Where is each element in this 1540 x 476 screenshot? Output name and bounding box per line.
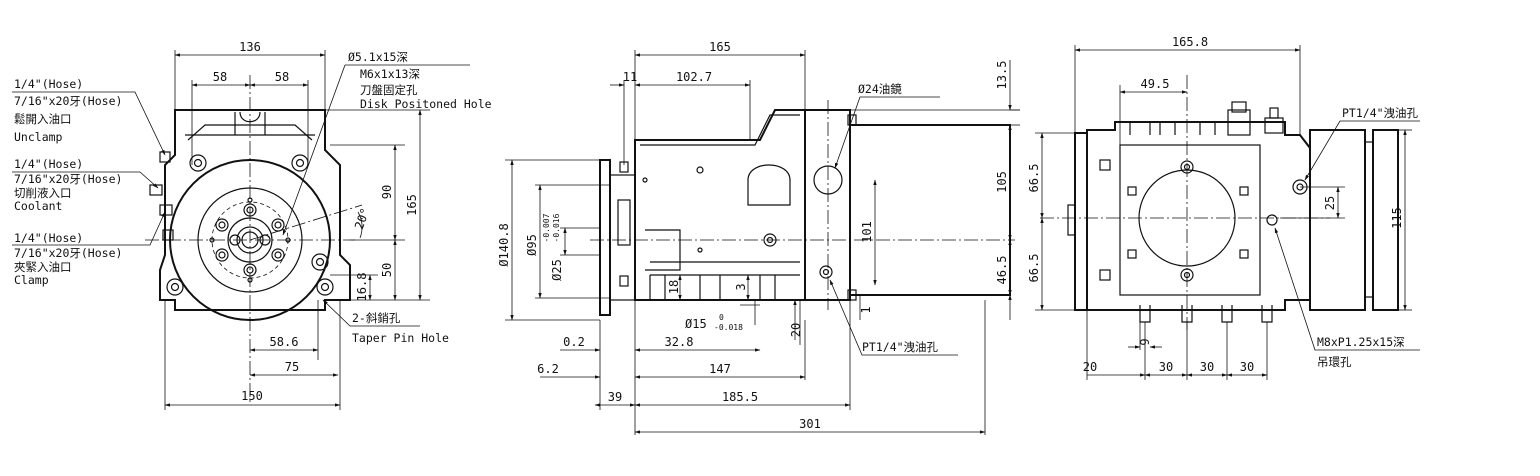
note-clamp-3: 夾緊入油口 (14, 260, 72, 274)
front-dim-58-right: 58 (275, 70, 289, 84)
end-dim-25: 25 (1323, 196, 1337, 210)
front-dim-58-6: 58.6 (270, 335, 299, 349)
side-dim-6-2: 6.2 (537, 362, 559, 376)
note-sight-glass: Ø24油鏡 (858, 82, 902, 96)
front-dim-136: 136 (239, 40, 261, 54)
side-dim-185-5: 185.5 (722, 390, 758, 404)
side-dim-165: 165 (709, 40, 731, 54)
front-dim-150: 150 (241, 389, 263, 403)
side-dim-dia-15-tol-low: -0.018 (714, 323, 743, 332)
front-corner-bolts (166, 154, 334, 296)
end-view: 165.8 49.5 66.5 66.5 25 115 20 30 30 30 (1027, 35, 1420, 380)
side-dim-13-5: 13.5 (995, 61, 1009, 90)
side-dim-11: 11 (623, 70, 637, 84)
front-hose-fittings (149, 151, 174, 241)
side-dim-147: 147 (709, 362, 731, 376)
side-dim-dia-25: Ø25 (550, 259, 564, 281)
side-dim-105: 105 (995, 171, 1009, 193)
front-dim-90: 90 (380, 185, 394, 199)
side-dim-1: 1 (859, 306, 873, 313)
note-disk-hole-4: Disk Positoned Hole (360, 97, 492, 111)
side-motor (849, 124, 1011, 296)
note-disk-hole-3: 刀盤固定孔 (360, 83, 418, 97)
side-dim-dia-25-tol-low: -0.016 (552, 213, 561, 242)
front-view: 136 58 58 165 90 50 16.8 20° 150 75 58.6 (12, 40, 492, 410)
end-motor (1372, 129, 1399, 311)
side-dim-46-5: 46.5 (995, 256, 1009, 285)
side-dim-dia-15-tol-up: 0 (719, 313, 724, 322)
side-dim-20: 20 (789, 323, 803, 337)
end-dim-30-b: 30 (1200, 360, 1214, 374)
note-lift-1: M8xP1.25x15深 (1317, 335, 1405, 349)
note-coolant-1: 1/4"(Hose) (14, 157, 83, 171)
end-dim-66-5-top: 66.5 (1027, 164, 1041, 193)
note-taper-1: 2-斜銷孔 (352, 311, 401, 325)
side-dim-dia-140-8: Ø140.8 (497, 223, 511, 266)
note-disk-hole-2: M6x1x13深 (360, 67, 420, 81)
end-dim-66-5-bot: 66.5 (1027, 254, 1041, 283)
side-dim-101: 101 (860, 221, 874, 243)
front-dim-16-8: 16.8 (355, 273, 369, 302)
end-dim-165-8: 165.8 (1172, 35, 1208, 49)
front-dim-75: 75 (285, 360, 299, 374)
side-dim-301: 301 (799, 417, 821, 431)
end-dim-30-a: 30 (1159, 360, 1173, 374)
note-unclamp-3: 鬆開入油口 (14, 112, 72, 126)
note-side-drain: PT1/4"洩油孔 (862, 340, 939, 354)
end-dim-30-c: 30 (1240, 360, 1254, 374)
note-coolant-3: 切削液入口 (14, 186, 72, 200)
side-gear-housing (804, 109, 851, 301)
end-dim-115: 115 (1390, 207, 1404, 229)
side-dim-32-8: 32.8 (665, 335, 694, 349)
note-unclamp-4: Unclamp (14, 130, 63, 144)
side-dim-dia-25-tol-up: -0.007 (542, 213, 551, 242)
note-coolant-4: Coolant (14, 199, 62, 213)
side-dim-0-2: 0.2 (563, 335, 585, 349)
end-dim-9: 9 (1138, 338, 1152, 345)
side-dim-39: 39 (608, 390, 622, 404)
end-body (1086, 121, 1311, 311)
side-dim-dia-95: Ø95 (525, 234, 539, 256)
front-dim-50: 50 (380, 263, 394, 277)
front-dim-58-left: 58 (213, 70, 227, 84)
side-flange (599, 159, 611, 316)
end-dim-49-5: 49.5 (1141, 77, 1170, 91)
side-dim-3: 3 (734, 283, 748, 290)
note-lift-2: 吊環孔 (1317, 355, 1352, 369)
note-coolant-2: 7/16"x20牙(Hose) (14, 172, 122, 186)
front-dim-angle: 20° (352, 206, 373, 231)
note-clamp-1: 1/4"(Hose) (14, 231, 83, 245)
front-housing-outline (159, 109, 351, 311)
note-clamp-4: Clamp (14, 273, 49, 287)
side-dim-18: 18 (667, 280, 681, 294)
side-dim-102-7: 102.7 (676, 70, 712, 84)
side-dim-dia-15: Ø15 (685, 317, 707, 331)
note-clamp-2: 7/16"x20牙(Hose) (14, 246, 122, 260)
note-unclamp-2: 7/16"x20牙(Hose) (14, 94, 122, 108)
note-taper-2: Taper Pin Hole (352, 331, 449, 345)
note-unclamp-1: 1/4"(Hose) (14, 77, 83, 91)
side-view: 165 11 102.7 13.5 105 46.5 1 101 Ø140.8 … (497, 40, 1020, 435)
front-dim-165: 165 (405, 194, 419, 216)
end-left-flange (1074, 132, 1088, 311)
note-end-drain: PT1/4"洩油孔 (1342, 106, 1419, 120)
note-disk-hole-1: Ø5.1x15深 (348, 50, 408, 64)
end-dim-20: 20 (1083, 360, 1097, 374)
